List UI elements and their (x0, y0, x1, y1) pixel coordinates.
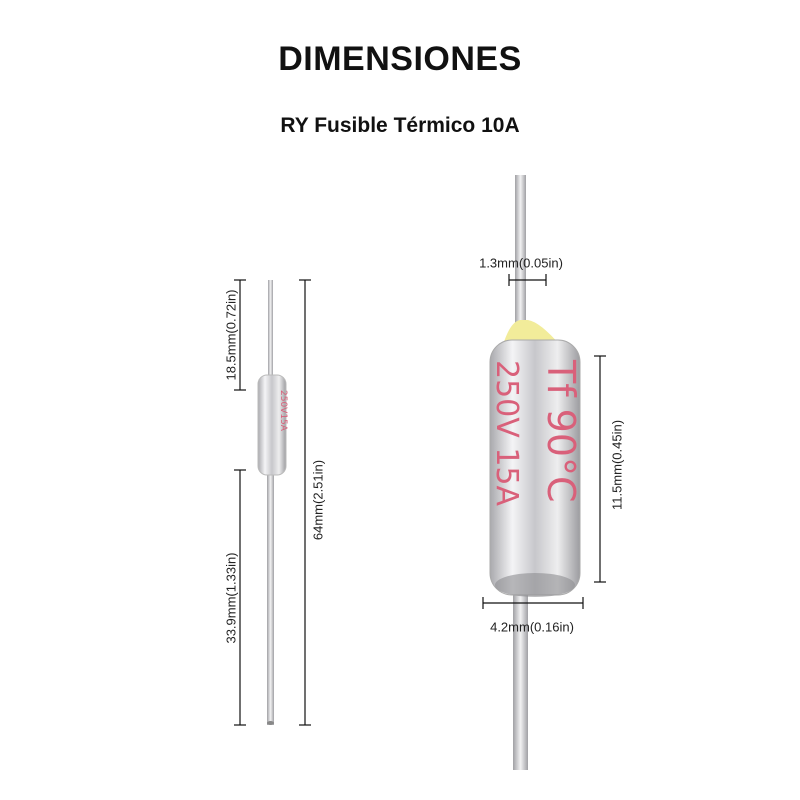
large-fuse: Tf 90°C 250V 15A (489, 175, 583, 770)
dim-label-body-length: 11.5mm(0.45in) (609, 419, 625, 511)
svg-text:250V15A: 250V15A (278, 390, 288, 432)
dim-label-total-length: 64mm(2.51in) (310, 459, 326, 541)
dim-label-body-diameter: 4.2mm(0.16in) (490, 619, 574, 635)
small-fuse: 250V15A (257, 280, 288, 725)
product-subtitle: RY Fusible Térmico 10A (280, 114, 520, 137)
page-title: DIMENSIONES (278, 40, 522, 78)
fuse-marking-rating: 250V 15A (489, 360, 524, 506)
large-fuse-dimension-lines (482, 274, 606, 609)
dim-label-lead-bottom: 33.9mm(1.33in) (223, 552, 239, 644)
fuse-marking-temperature: Tf 90°C (539, 359, 583, 503)
small-fuse-dimension-lines (234, 279, 311, 726)
dim-label-lead-diameter: 1.3mm(0.05in) (479, 255, 563, 271)
dim-label-lead-top: 18.5mm(0.72in) (223, 289, 239, 381)
